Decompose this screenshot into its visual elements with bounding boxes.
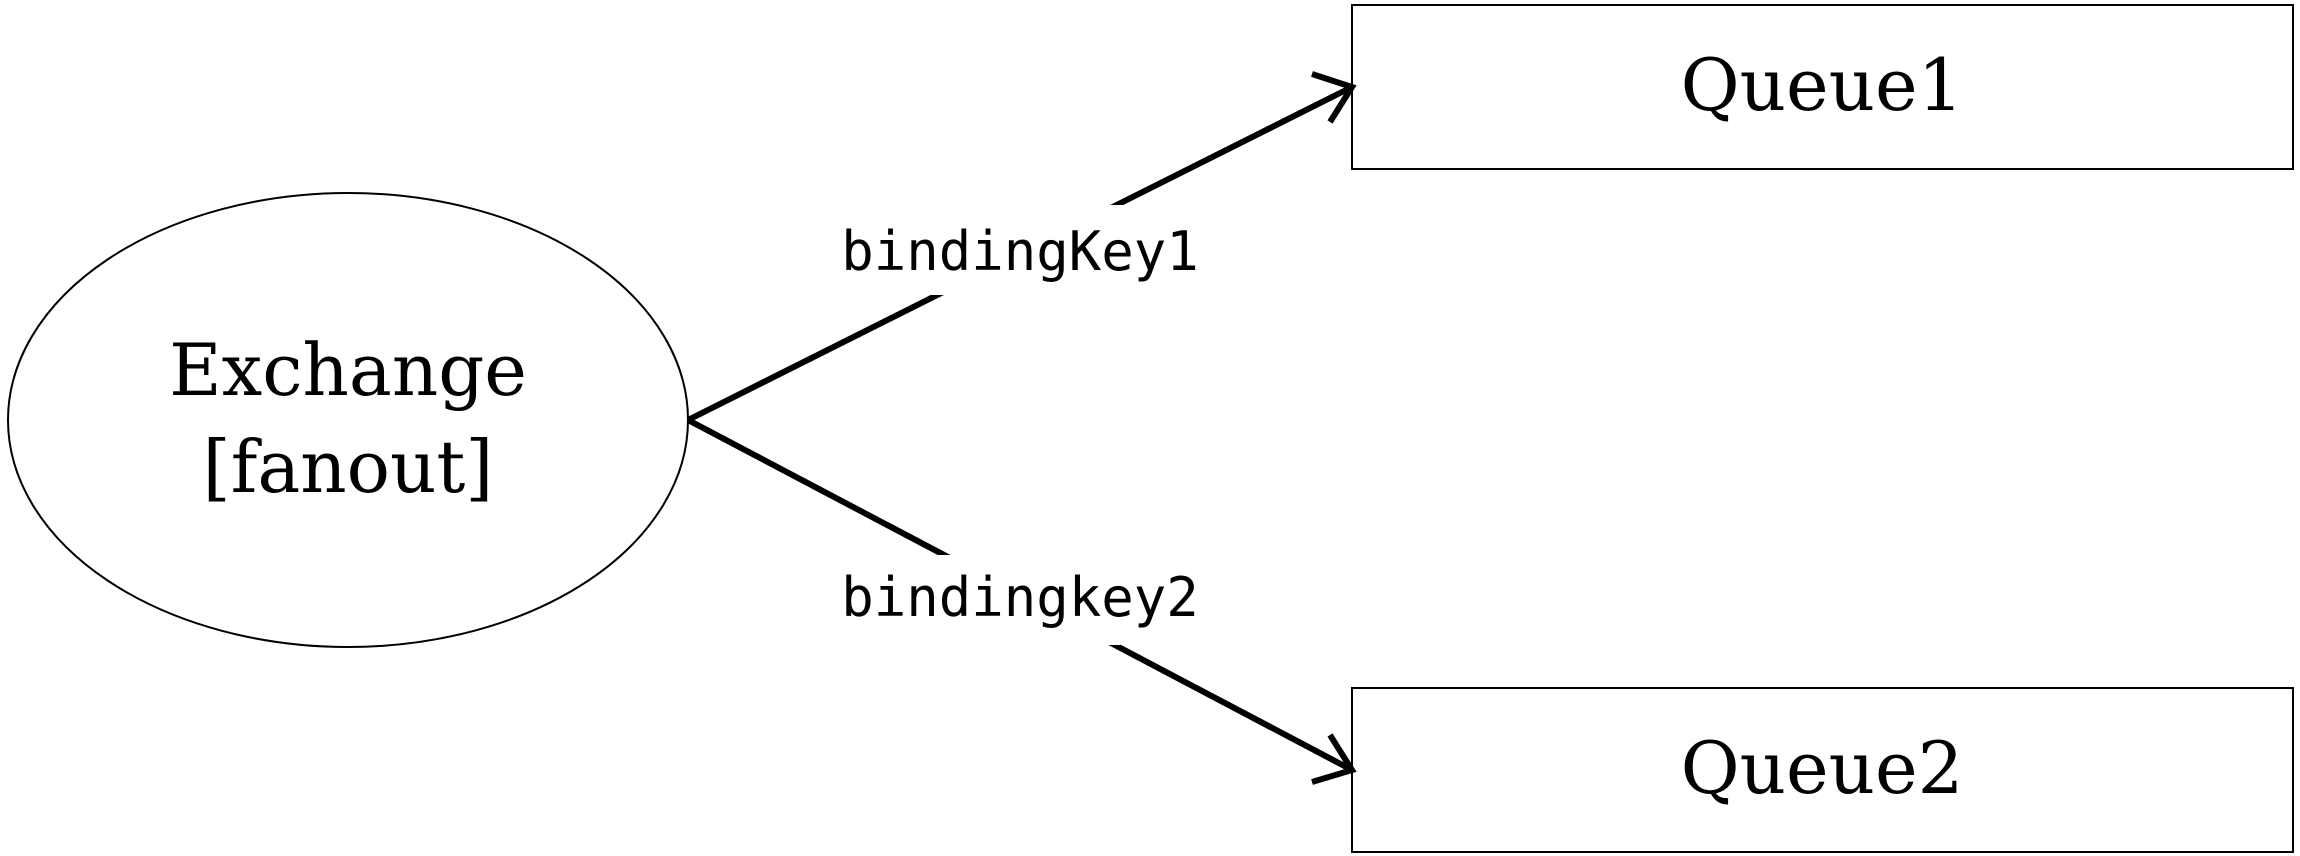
exchange-label: Exchange — [169, 328, 527, 412]
exchange-node: Exchange [fanout] — [7, 192, 689, 648]
queue2-label: Queue2 — [1681, 726, 1964, 810]
edge-label-queue2: bindingkey2 — [841, 566, 1199, 629]
edge-exchange-queue1: bindingKey1 — [686, 71, 1357, 423]
exchange-ellipse — [7, 192, 689, 648]
edge-label-bg-queue1 — [830, 205, 1210, 295]
arrowhead-queue1-icon — [1311, 71, 1357, 124]
queue1-label: Queue1 — [1681, 43, 1964, 127]
exchange-type-label: [fanout] — [203, 425, 494, 509]
arrowhead-queue2-icon — [1311, 733, 1357, 785]
queue2-node: Queue2 — [1351, 687, 2294, 853]
edge-label-bg-queue2 — [830, 555, 1210, 645]
queue1-node: Queue1 — [1351, 4, 2294, 170]
edge-label-queue1: bindingKey1 — [841, 220, 1199, 283]
edge-exchange-queue2: bindingkey2 — [686, 417, 1357, 785]
